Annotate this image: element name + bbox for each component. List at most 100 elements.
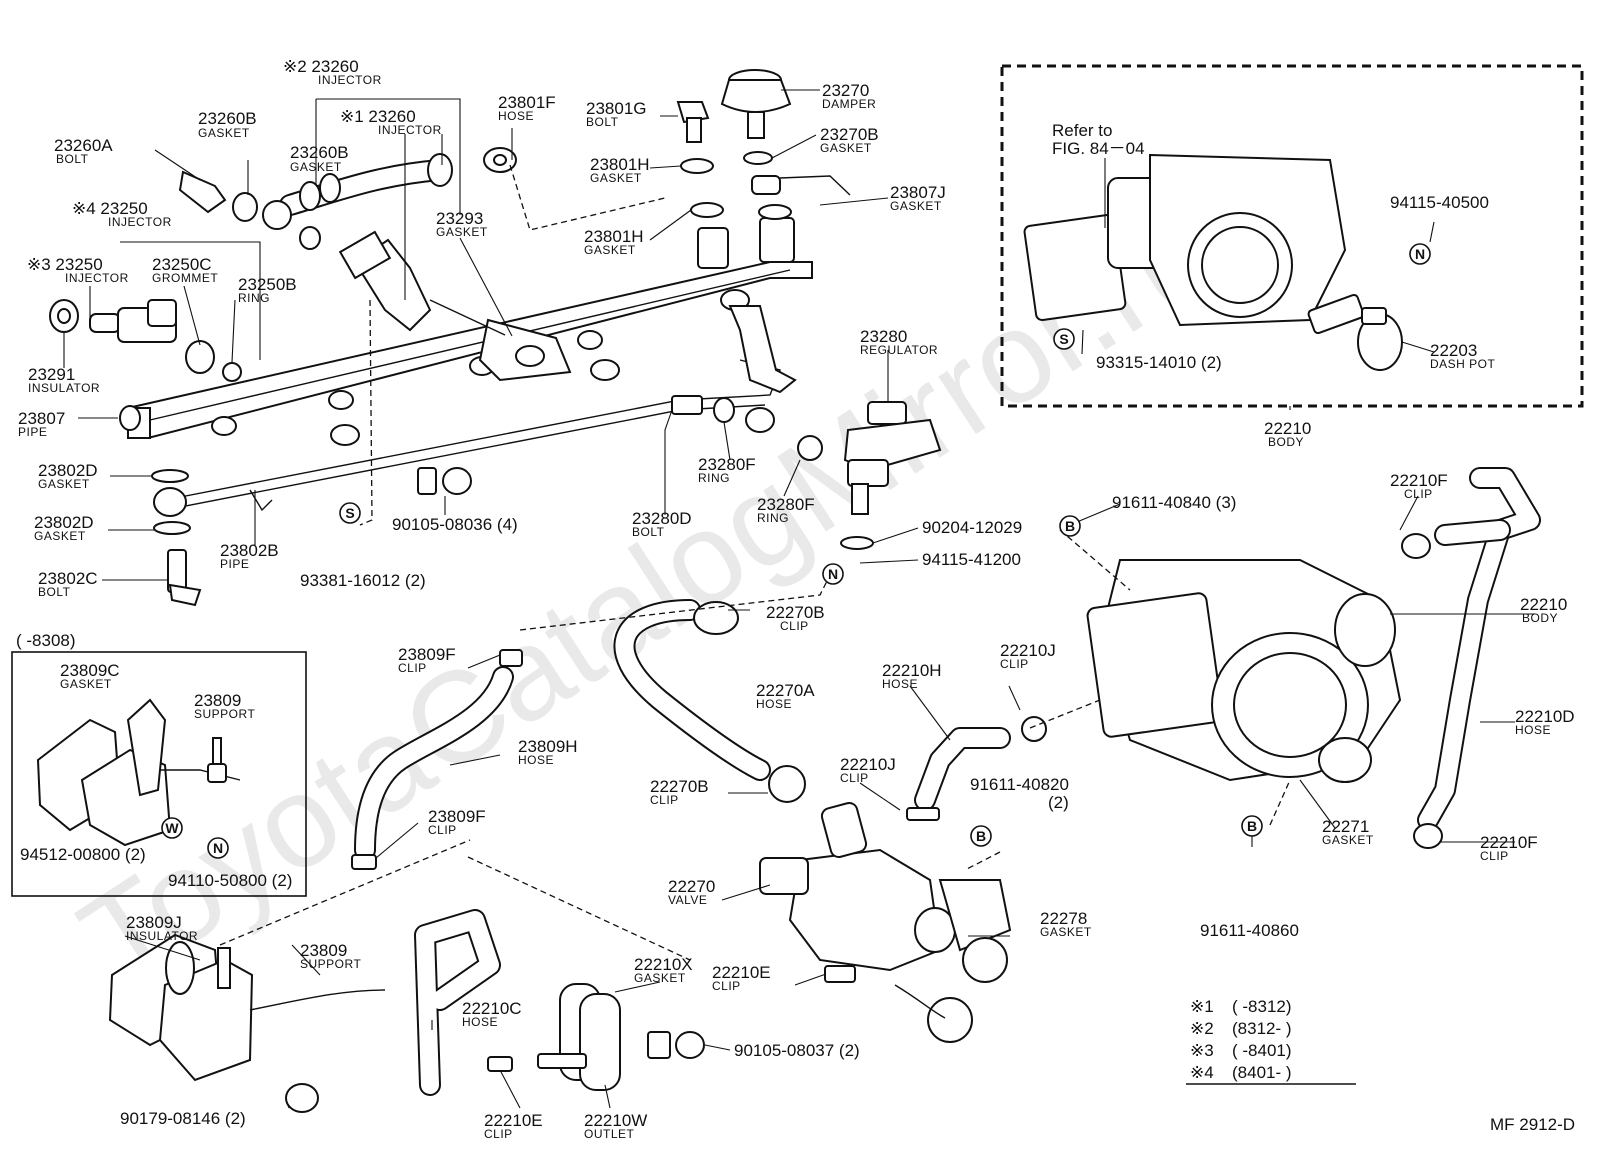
callout-90105-08037: 90105-08037 (2): [734, 1041, 860, 1060]
svg-text:GASKET: GASKET: [198, 126, 250, 140]
svg-text:23802D: 23802D: [38, 461, 98, 480]
svg-text:INJECTOR: INJECTOR: [378, 123, 442, 137]
figure-code: MF 2912-D: [1490, 1115, 1575, 1134]
svg-text:23250B: 23250B: [238, 275, 297, 294]
svg-text:93315-14010 (2): 93315-14010 (2): [1096, 353, 1222, 372]
svg-text:23291: 23291: [28, 365, 75, 384]
injector-hose-drawing: [262, 147, 517, 250]
svg-text:CLIP: CLIP: [1480, 849, 1509, 863]
svg-text:22210: 22210: [1520, 595, 1567, 614]
svg-text:23801G: 23801G: [586, 99, 647, 118]
leader-lines: [63, 89, 1535, 1109]
svg-text:22210D: 22210D: [1515, 707, 1575, 726]
svg-text:VALVE: VALVE: [668, 893, 707, 907]
insulator-23809j-drawing: [108, 933, 386, 1113]
svg-text:HOSE: HOSE: [882, 677, 918, 691]
svg-text:※3 23250: ※3 23250: [27, 255, 103, 274]
svg-text:※4 23250: ※4 23250: [72, 199, 148, 218]
svg-text:22210J: 22210J: [1000, 641, 1056, 660]
svg-text:23801H: 23801H: [590, 155, 650, 174]
outlet-22210w-drawing: [537, 983, 705, 1091]
callout-refer-to: Refer to: [1052, 121, 1112, 140]
hose-22210d-drawing: [1401, 467, 1541, 849]
svg-text:94512-00800 (2): 94512-00800 (2): [20, 845, 146, 864]
callout-91611-40840: 91611-40840 (3): [1112, 493, 1236, 512]
svg-text:CLIP: CLIP: [650, 793, 679, 807]
svg-text:GASKET: GASKET: [584, 243, 636, 257]
svg-text:23809J: 23809J: [126, 913, 182, 932]
hose-23809h-drawing: [351, 649, 523, 870]
svg-text:GASKET: GASKET: [890, 199, 942, 213]
callout-90105-08036: 90105-08036 (4): [392, 515, 518, 534]
svg-text:22270: 22270: [668, 877, 715, 896]
svg-text:OUTLET: OUTLET: [584, 1127, 635, 1141]
svg-text:23809: 23809: [300, 941, 347, 960]
note-4: ※4(8401- ): [1190, 1063, 1292, 1082]
svg-text:23293: 23293: [436, 209, 483, 228]
bolt-23801g-drawing: [676, 101, 792, 220]
svg-text:GASKET: GASKET: [634, 971, 686, 985]
svg-text:B: B: [1065, 518, 1075, 534]
svg-text:90105-08037 (2): 90105-08037 (2): [734, 1041, 860, 1060]
callout-93315-14010: 93315-14010 (2): [1096, 353, 1222, 372]
svg-text:GASKET: GASKET: [1322, 833, 1374, 847]
svg-text:HOSE: HOSE: [462, 1015, 498, 1029]
svg-text:90179-08146 (2): 90179-08146 (2): [120, 1109, 246, 1128]
svg-text:Refer to: Refer to: [1052, 121, 1112, 140]
throttle-body-group-box: [1000, 64, 1584, 408]
svg-text:GASKET: GASKET: [590, 171, 642, 185]
svg-text:CLIP: CLIP: [712, 979, 741, 993]
svg-text:22210J: 22210J: [840, 755, 896, 774]
svg-text:23809H: 23809H: [518, 737, 578, 756]
svg-text:( -8401): ( -8401): [1232, 1041, 1292, 1060]
svg-text:INJECTOR: INJECTOR: [65, 271, 129, 285]
svg-text:91611-40840 (3): 91611-40840 (3): [1112, 493, 1236, 512]
svg-text:SUPPORT: SUPPORT: [300, 957, 361, 971]
svg-text:GASKET: GASKET: [34, 529, 86, 543]
inset-range: ( -8308): [16, 631, 76, 650]
svg-text:23802B: 23802B: [220, 541, 279, 560]
inset-callout-94512-00800: 94512-00800 (2): [20, 845, 146, 864]
svg-text:90105-08036 (4): 90105-08036 (4): [392, 515, 518, 534]
svg-text:B: B: [976, 828, 986, 844]
svg-text:23801F: 23801F: [498, 93, 556, 112]
callout-90204-12029: 90204-12029: [922, 518, 1022, 537]
svg-text:22210C: 22210C: [462, 999, 522, 1018]
svg-text:※1: ※1: [1190, 997, 1214, 1016]
throttle-body-main-drawing: [1086, 559, 1402, 783]
svg-text:23270: 23270: [822, 81, 869, 100]
svg-text:CLIP: CLIP: [1404, 487, 1433, 501]
svg-text:(8401- ): (8401- ): [1232, 1063, 1292, 1082]
svg-text:GASKET: GASKET: [38, 477, 90, 491]
svg-text:22210X: 22210X: [634, 955, 693, 974]
svg-text:23809C: 23809C: [60, 661, 120, 680]
svg-text:S: S: [1059, 331, 1068, 347]
svg-text:22203: 22203: [1430, 341, 1477, 360]
svg-text:GASKET: GASKET: [290, 160, 342, 174]
svg-text:23801H: 23801H: [584, 227, 644, 246]
svg-text:22210E: 22210E: [712, 963, 771, 982]
svg-text:W: W: [165, 820, 179, 836]
svg-text:FIG. 84－04: FIG. 84－04: [1052, 139, 1145, 158]
svg-text:N: N: [213, 840, 223, 856]
